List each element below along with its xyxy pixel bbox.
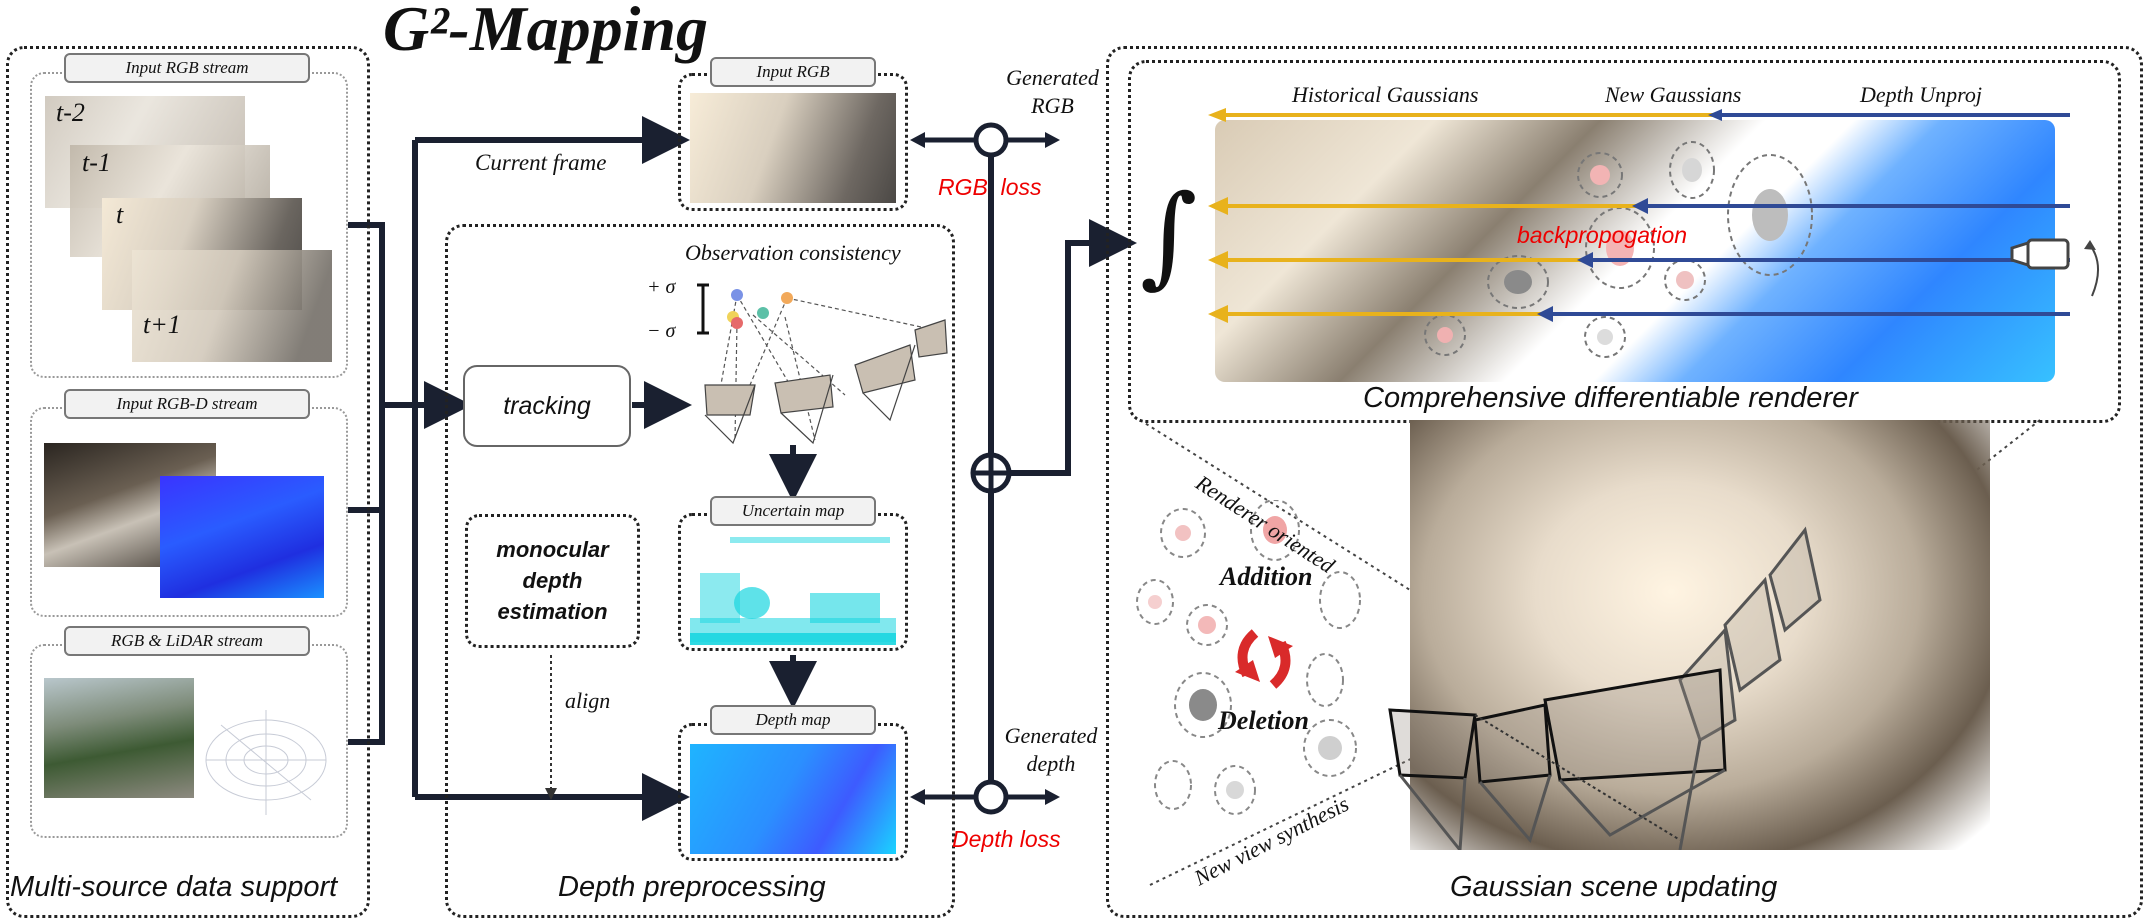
minus-sigma-label: − σ <box>647 320 676 342</box>
renderer-arrows <box>1208 108 2099 323</box>
rgb-stream-label: Input RGB stream <box>64 53 310 83</box>
frame-label-t-plus-1: t+1 <box>143 310 181 339</box>
uncertain-map-image <box>690 533 896 645</box>
tracking-box: tracking <box>463 365 631 447</box>
frame-label-t-minus-2: t-2 <box>56 98 85 127</box>
mono-depth-label: monocular depth estimation <box>496 537 609 624</box>
plus-sigma-label: + σ <box>647 276 676 298</box>
generated-depth-label: Generated depth <box>1004 723 1098 776</box>
renderer-scene-image <box>1215 120 2055 382</box>
main-title: G²-Mapping <box>383 0 708 64</box>
frame-label-t: t <box>116 200 124 229</box>
renderer-title: Comprehensive differentiable renderer <box>1363 382 1858 414</box>
lidar-rgb-image <box>44 678 194 798</box>
lidar-pointcloud-image <box>205 710 327 815</box>
new-gaussians-label: New Gaussians <box>1605 82 1742 107</box>
input-rgb-label: Input RGB <box>710 57 876 87</box>
depth-preprocessing-title: Depth preprocessing <box>558 871 826 903</box>
depth-preprocessing-panel <box>445 224 955 918</box>
frame-label-t-minus-1: t-1 <box>82 148 111 177</box>
depth-unproj-label: Depth Unproj <box>1860 82 1983 107</box>
current-frame-label: Current frame <box>475 150 607 175</box>
addition-label: Addition <box>1220 562 1313 591</box>
depth-loss-label: Depth loss <box>952 826 1061 852</box>
rgbd-depth-image <box>160 476 324 598</box>
frame-t-plus-1 <box>132 250 332 362</box>
generated-rgb-label: Generated RGB <box>1006 65 1099 118</box>
historical-gaussians-label: Historical Gaussians <box>1292 82 1479 107</box>
gaussian-updating-panel <box>1106 46 2143 918</box>
mono-depth-box <box>465 514 640 648</box>
observation-consistency-graphic <box>697 283 948 445</box>
addition-deletion-gaussians <box>1136 500 1361 815</box>
gaussian-updating-title: Gaussian scene updating <box>1450 871 1778 903</box>
rgbd-stream-label: Input RGB-D stream <box>64 389 310 419</box>
observation-consistency-label: Observation consistency <box>685 240 901 265</box>
multi-source-panel <box>6 46 370 918</box>
rgb-loss-label: RGB loss <box>938 174 1042 200</box>
lidar-stream-label: RGB & LiDAR stream <box>64 626 310 656</box>
gaussian-blobs <box>1424 141 1813 358</box>
backprop-label: backpropogation <box>1517 222 1688 248</box>
deletion-label: Deletion <box>1218 706 1309 735</box>
depth-map-label: Depth map <box>710 705 876 735</box>
align-label: align <box>565 688 611 713</box>
depth-map-image <box>690 744 896 854</box>
uncertain-map-label: Uncertain map <box>710 496 876 526</box>
camera-frustums <box>1388 526 1822 850</box>
input-rgb-image <box>690 93 896 203</box>
integral-symbol: ∫ <box>1140 171 1198 299</box>
multi-source-title: Multi-source data support <box>10 871 338 903</box>
